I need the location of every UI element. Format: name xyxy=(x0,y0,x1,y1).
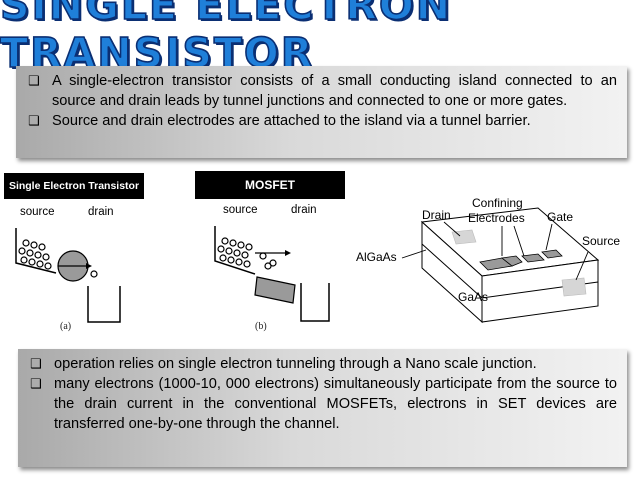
device-algaas-label: AlGaAs xyxy=(356,250,397,264)
figure-a-caption: (a) xyxy=(60,321,72,332)
bullet-text: A single-electron transistor consists of… xyxy=(52,73,617,109)
figure-b-drain-label: drain xyxy=(291,204,317,216)
bullet-text: Source and drain electrodes are attached… xyxy=(52,113,531,129)
bullet-text: operation relies on single electron tunn… xyxy=(54,356,537,372)
device-source-label: Source xyxy=(582,234,621,248)
figure-set-diagram: Single Electron Transistor source drain … xyxy=(4,173,154,335)
bullet-text: many electrons (1000-10, 000 electrons) … xyxy=(54,376,617,432)
device-drain-label: Drain xyxy=(422,208,451,222)
checkbox-bullet-icon: ❑ xyxy=(30,376,42,391)
checkbox-bullet-icon: ❑ xyxy=(28,113,40,128)
figure-a-banner: Single Electron Transistor xyxy=(4,173,144,199)
bullet-item: ❑ many electrons (1000-10, 000 electrons… xyxy=(30,374,617,434)
figure-b-source-label: source xyxy=(223,204,258,216)
figure-device-3d: Drain Confining Electrodes Gate Source A… xyxy=(352,190,632,335)
device-electrodes-label: Electrodes xyxy=(468,211,525,225)
bullet-item: ❑ A single-electron transistor consists … xyxy=(28,71,617,111)
checkbox-bullet-icon: ❑ xyxy=(28,73,40,88)
device-gaas-label: GaAs xyxy=(458,290,489,304)
figure-a-source-label: source xyxy=(20,206,55,218)
device-gate-label: Gate xyxy=(547,210,574,224)
figure-mosfet-diagram: MOSFET source drain (b) xyxy=(193,171,345,335)
figure-a-drain-label: drain xyxy=(88,206,114,218)
figure-b-caption: (b) xyxy=(255,321,267,332)
figure-b-banner: MOSFET xyxy=(195,171,345,199)
intro-text-box: ❑ A single-electron transistor consists … xyxy=(16,66,627,158)
operation-text-box: ❑ operation relies on single electron tu… xyxy=(18,349,627,467)
bullet-item: ❑ operation relies on single electron tu… xyxy=(30,354,617,374)
mosfet-schematic xyxy=(214,226,330,322)
device-3d-schematic xyxy=(401,207,600,324)
bullet-item: ❑ Source and drain electrodes are attach… xyxy=(28,111,617,131)
slide-title: SINGLE ELECTRON TRANSISTOR xyxy=(0,0,453,78)
set-schematic xyxy=(15,228,121,323)
checkbox-bullet-icon: ❑ xyxy=(30,356,42,371)
device-confining-label: Confining xyxy=(472,196,523,210)
